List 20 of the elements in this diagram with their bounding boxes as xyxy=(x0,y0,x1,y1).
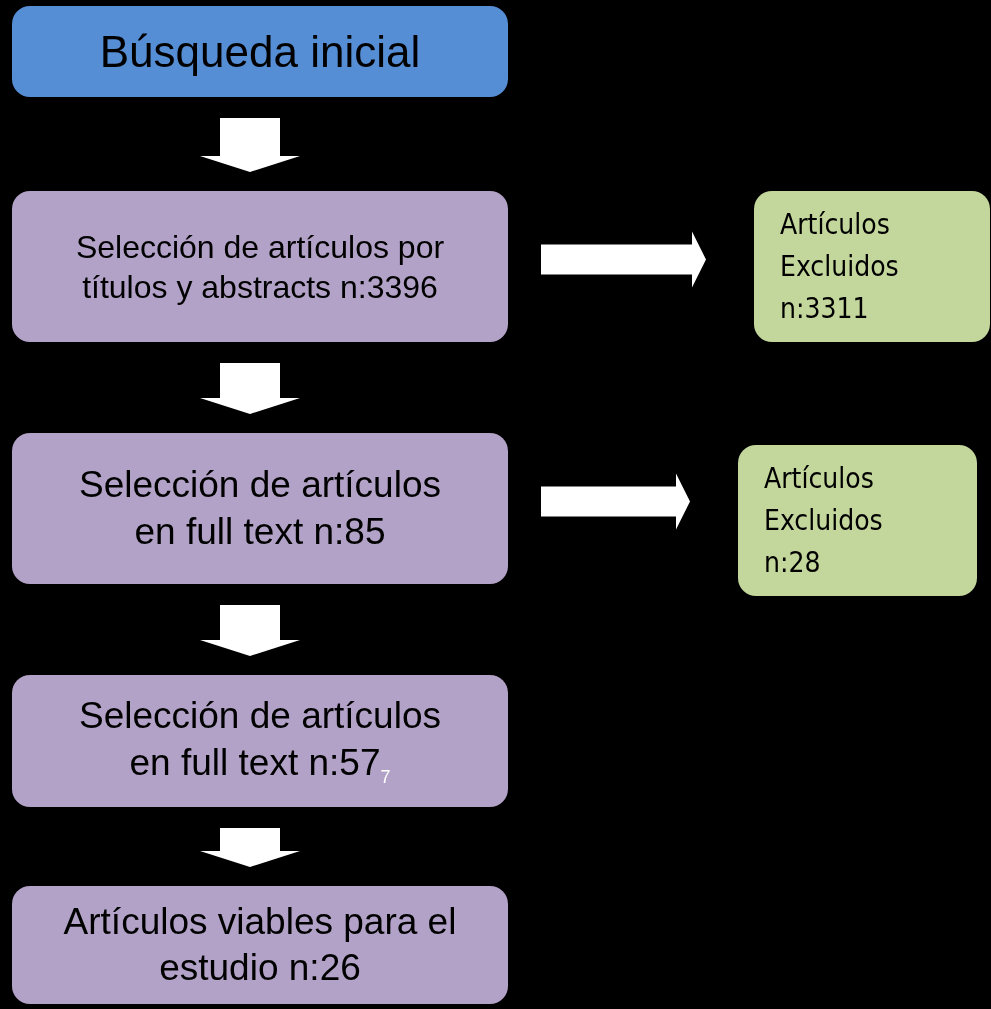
process-box xyxy=(12,433,508,584)
node-text: Artículos viables para el estudio n:26 xyxy=(62,899,458,990)
block-arrow xyxy=(200,605,300,656)
node-text: Artículos Excluidos n:28 xyxy=(763,460,884,581)
node-text: Selección de artículos en full text n:85 xyxy=(78,463,442,554)
block-arrow xyxy=(541,473,690,530)
process-box xyxy=(12,675,508,807)
process-box xyxy=(12,886,508,1004)
block-arrow xyxy=(541,231,706,288)
start-box xyxy=(12,6,508,97)
node-text: Selección de artículos por títulos y abstracts n:3396 xyxy=(74,227,446,307)
node-text: Búsqueda inicial xyxy=(98,26,422,77)
process-box xyxy=(12,191,508,342)
block-arrow xyxy=(200,118,300,172)
node-text: Selección de artículos en full text n:57$_{7}$ xyxy=(78,694,442,789)
excluded-box xyxy=(754,191,990,342)
block-arrow xyxy=(200,363,300,414)
block-arrow xyxy=(200,828,300,867)
node-text: Artículos Excluidos n:3311 xyxy=(779,206,900,327)
excluded-box xyxy=(738,445,977,596)
